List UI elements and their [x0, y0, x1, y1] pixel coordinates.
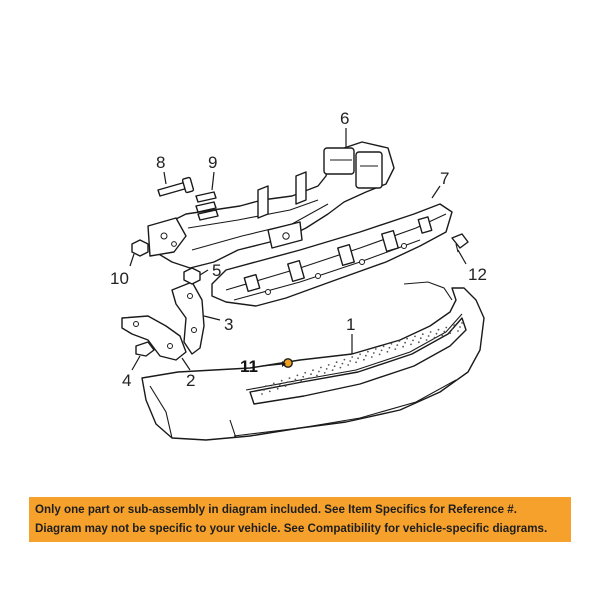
callout-12: 12 — [468, 265, 487, 284]
callout-8: 8 — [156, 153, 165, 172]
disclaimer-banner: Only one part or sub-assembly in diagram… — [29, 497, 571, 542]
nut-part-10 — [131, 239, 149, 257]
fastener-part-4 — [135, 341, 155, 357]
impact-bar-part-7 — [211, 203, 453, 307]
callout-10: 10 — [110, 269, 129, 288]
leader-lines — [129, 128, 467, 371]
callout-7: 7 — [440, 169, 449, 188]
disclaimer-line-1: Only one part or sub-assembly in diagram… — [35, 503, 517, 516]
bolt-part-8 — [157, 176, 195, 197]
bumper-step-pad-texture — [261, 322, 463, 395]
disclaimer-line-2: Diagram may not be specific to your vehi… — [35, 522, 548, 535]
studs-part-9 — [195, 191, 219, 221]
bracket-part-2 — [121, 315, 187, 361]
callout-6: 6 — [340, 109, 349, 128]
callout-4: 4 — [122, 371, 131, 390]
hitch-frame-part-6 — [147, 141, 395, 269]
callout-11: 11 — [240, 357, 258, 376]
callout-2: 2 — [186, 371, 195, 390]
push-pin-part-11 — [283, 358, 293, 368]
retainer-part-12 — [451, 233, 469, 253]
callout-labels: 6 7 8 9 10 5 3 2 4 12 1 11 — [110, 109, 487, 390]
nut-part-5 — [183, 267, 201, 285]
callout-5: 5 — [212, 261, 221, 280]
callout-1: 1 — [346, 315, 355, 334]
callout-9: 9 — [208, 153, 217, 172]
callout-3: 3 — [224, 315, 233, 334]
bracket-part-3 — [171, 281, 205, 355]
